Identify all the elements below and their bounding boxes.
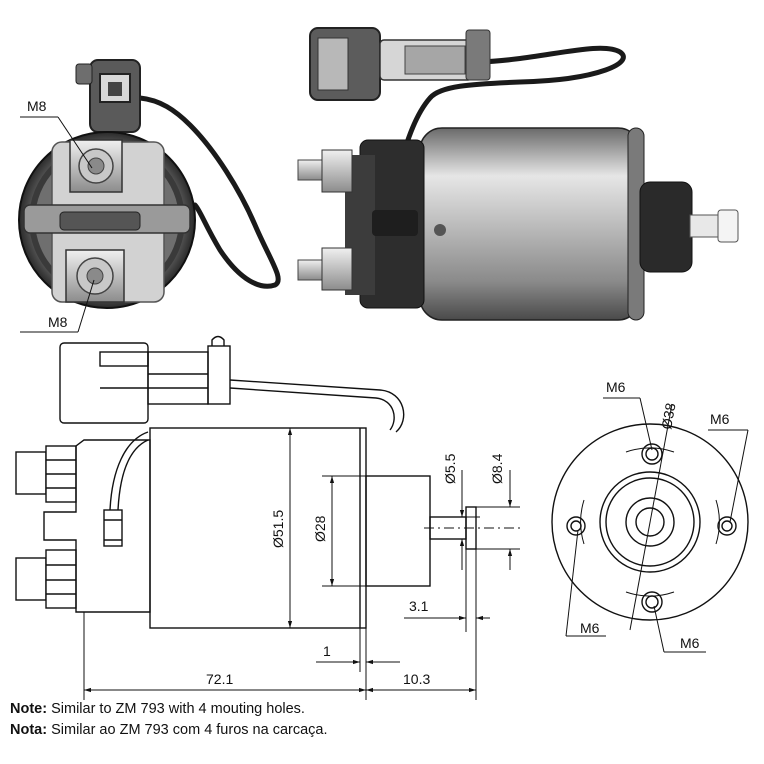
note-label-pt: Nota: bbox=[10, 722, 48, 738]
hole-right bbox=[717, 516, 737, 536]
label-bolt-circle: Ø38 bbox=[658, 401, 678, 430]
dim-plunger-diameter: Ø5.5 bbox=[442, 453, 458, 484]
terminal-stud-bottom bbox=[297, 247, 353, 291]
hole-top bbox=[641, 443, 663, 465]
note-english: Note: Similar to ZM 793 with 4 mouting h… bbox=[10, 699, 328, 720]
hole-left bbox=[566, 516, 586, 536]
dim-length-main: 72.1 bbox=[206, 671, 233, 687]
side-view-dimensions bbox=[83, 428, 520, 700]
solenoid-can bbox=[419, 127, 641, 321]
note-portuguese: Nota: Similar ao ZM 793 com 4 furos na c… bbox=[10, 720, 328, 741]
label-m6-top: M6 bbox=[606, 379, 626, 395]
terminal-top bbox=[69, 139, 123, 193]
dim-flange: 1 bbox=[323, 643, 331, 659]
label-m8-top: M8 bbox=[27, 98, 47, 114]
dim-tip-offset: 3.1 bbox=[409, 598, 429, 614]
label-m6-right: M6 bbox=[710, 411, 730, 427]
label-m6-left: M6 bbox=[580, 620, 600, 636]
terminal-bottom bbox=[65, 249, 125, 303]
end-view-labels: M6 Ø38 M6 M6 M6 bbox=[580, 379, 730, 651]
dim-length-plunger: 10.3 bbox=[403, 671, 430, 687]
connector-plug bbox=[75, 59, 141, 133]
note-text-pt: Similar ao ZM 793 com 4 furos na carcaça… bbox=[47, 722, 328, 738]
photo-side-view bbox=[297, 27, 739, 321]
wire bbox=[395, 45, 626, 178]
drawing-end-view bbox=[551, 397, 749, 653]
label-m8-bottom: M8 bbox=[48, 314, 68, 330]
photo-end-view: M8 M8 bbox=[18, 59, 281, 333]
side-view-dimension-labels: Ø51.5 Ø28 Ø5.5 Ø8.4 3.1 1 72.1 10.3 bbox=[206, 453, 505, 687]
note-label-en: Note: bbox=[10, 701, 48, 717]
dim-nose-diameter: Ø28 bbox=[312, 515, 328, 542]
hole-bottom bbox=[641, 591, 663, 613]
label-m6-bottom: M6 bbox=[680, 635, 700, 651]
wire bbox=[137, 95, 281, 289]
dim-tip-diameter: Ø8.4 bbox=[489, 453, 505, 484]
connector-plug bbox=[309, 27, 491, 101]
note-text-en: Similar to ZM 793 with 4 mouting holes. bbox=[47, 701, 305, 717]
notes-block: Note: Similar to ZM 793 with 4 mouting h… bbox=[10, 699, 328, 741]
dim-body-diameter: Ø51.5 bbox=[270, 510, 286, 548]
terminal-stud-top bbox=[297, 149, 353, 193]
drawing-side-view bbox=[15, 335, 520, 629]
